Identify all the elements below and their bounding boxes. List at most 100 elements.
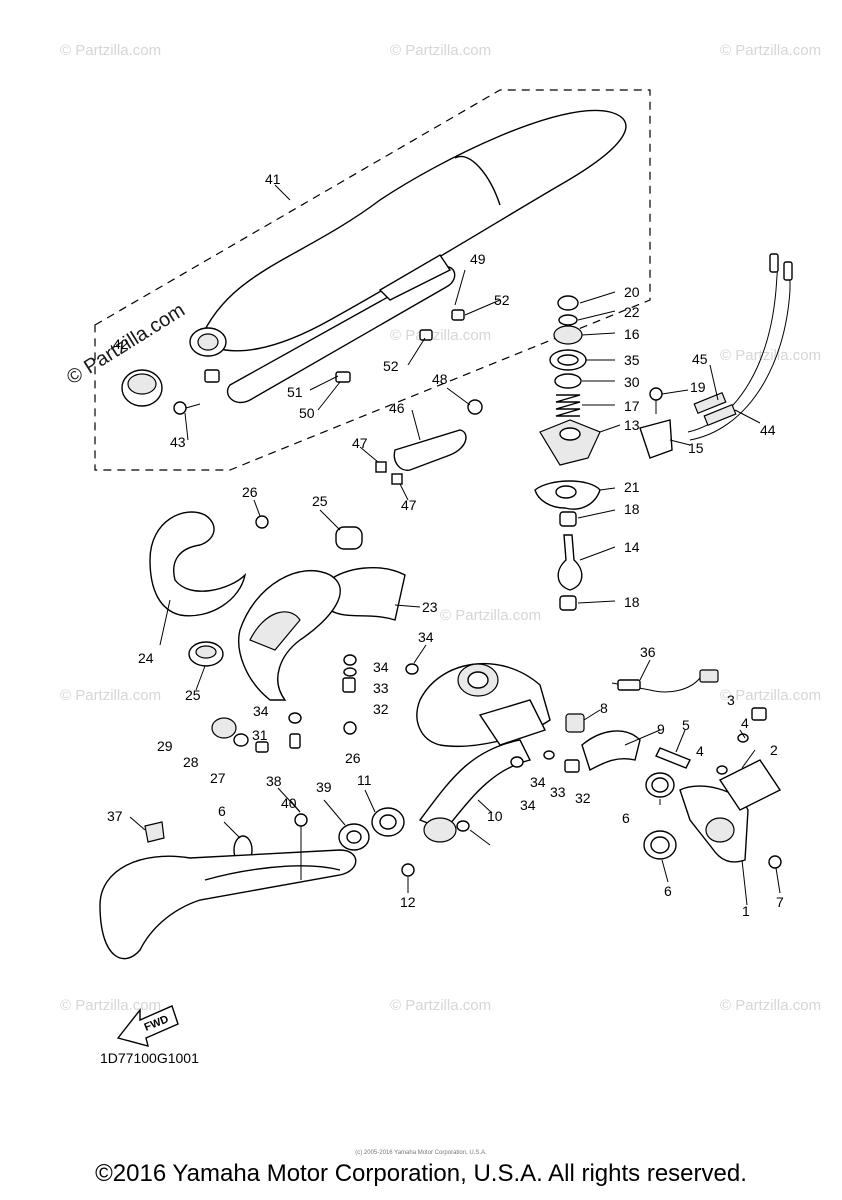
callout-34: 34 [530,774,546,790]
callout-37: 37 [107,808,123,824]
callout-17: 17 [624,398,640,414]
callout-41: 41 [265,171,281,187]
bolt-50[interactable] [335,371,351,383]
callout-46: 46 [389,400,405,416]
washer-22[interactable] [558,314,578,326]
pulley-16[interactable] [553,325,583,345]
washer-33a[interactable] [343,667,357,677]
bolt-31[interactable] [289,733,301,749]
callout-44: 44 [760,422,776,438]
callout-10: 10 [487,808,503,824]
callout-28: 28 [183,754,199,770]
seal-35[interactable] [549,349,587,371]
fine-print-copyright: (c) 2005-2016 Yamaha Motor Corporation, … [355,1150,487,1156]
exhaust-pipe-10[interactable] [418,739,532,843]
gasket-39[interactable] [338,823,370,851]
callout-39: 39 [316,779,332,795]
bolt-3[interactable] [751,707,767,721]
callout-26: 26 [345,750,361,766]
callout-47: 47 [352,435,368,451]
callout-18: 18 [624,501,640,517]
bolt-43[interactable] [173,401,201,415]
bolt-52a[interactable] [451,309,465,321]
callout-29: 29 [157,738,173,754]
grommet-29[interactable] [211,717,237,739]
callout-18: 18 [624,594,640,610]
exup-cable-45[interactable] [693,391,737,427]
callout-25: 25 [185,687,201,703]
exhaust-joint-body[interactable] [416,663,551,747]
bolt-48[interactable] [467,399,483,415]
washer-4b[interactable] [716,765,728,775]
protector-24[interactable] [149,511,247,617]
callout-43: 43 [170,434,186,450]
bolt-27[interactable] [255,741,269,753]
bushing-18a[interactable] [559,511,577,527]
exhaust-flange-1[interactable] [679,785,749,863]
nut-7[interactable] [768,855,782,869]
stud-bolt-5[interactable] [655,747,691,769]
watermark: © Partzilla.com [60,687,161,704]
o-ring-30[interactable] [554,373,582,389]
gasket-6b[interactable] [643,830,677,860]
housing-13[interactable] [539,419,601,466]
callout-8: 8 [600,700,608,716]
callout-26: 26 [242,484,258,500]
callout-4: 4 [696,743,704,759]
watermark: © Partzilla.com [60,42,161,59]
muffler-clamp[interactable] [121,369,220,407]
bolt-26b[interactable] [343,721,357,735]
nut-20[interactable] [557,295,579,311]
washer-34b[interactable] [343,654,357,666]
cable-bracket-15[interactable] [639,419,673,459]
nut-47b[interactable] [391,473,403,485]
diagram-code: 1D77100G1001 [100,1050,199,1066]
bolt-32a[interactable] [342,677,356,693]
callout-22: 22 [624,304,640,320]
bolt-52b[interactable] [419,329,433,341]
bushing-18b[interactable] [559,595,577,611]
valve-shaft-14[interactable] [557,534,583,591]
callout-35: 35 [624,352,640,368]
collar-8[interactable] [565,713,585,733]
exhaust-pipe-front[interactable] [238,570,341,701]
callout-20: 20 [624,284,640,300]
o2-sensor-36[interactable] [611,669,719,693]
gasket-21[interactable] [534,480,601,510]
heat-protector-23[interactable] [329,566,406,621]
callout-3: 3 [727,692,735,708]
watermark: © Partzilla.com [440,607,541,624]
washer-34a[interactable] [405,663,419,675]
callout-51: 51 [287,384,303,400]
nut-47a[interactable] [375,461,387,473]
callout-24: 24 [138,650,154,666]
washer-34c[interactable] [288,712,302,724]
bolt-12[interactable] [401,863,415,877]
gasket-6a[interactable] [645,772,675,798]
bolt-19[interactable] [649,387,663,414]
washer-34e[interactable] [456,820,470,832]
collar-25a[interactable] [335,526,363,550]
callout-6: 6 [664,883,672,899]
callout-50: 50 [299,405,315,421]
watermark: © Partzilla.com [390,42,491,59]
callout-2: 2 [770,742,778,758]
callout-48: 48 [432,371,448,387]
washer-33b[interactable] [543,750,555,760]
bolt-40[interactable] [294,813,308,880]
bolt-32b[interactable] [564,759,580,773]
protector-9[interactable] [581,730,641,771]
washer-28[interactable] [233,733,249,747]
gasket-11[interactable] [371,807,405,837]
bolt-26a[interactable] [255,515,269,529]
muffler[interactable] [189,109,627,404]
collar-25b[interactable] [188,641,224,667]
exhaust-cover-2[interactable] [718,759,782,811]
collar-37[interactable] [144,821,165,843]
callout-13: 13 [624,417,640,433]
callout-6: 6 [218,803,226,819]
exhaust-pipe-rear[interactable] [99,849,357,960]
spring-17[interactable] [555,394,581,417]
heat-protector-bracket[interactable] [393,429,467,471]
washer-34d[interactable] [510,756,524,768]
